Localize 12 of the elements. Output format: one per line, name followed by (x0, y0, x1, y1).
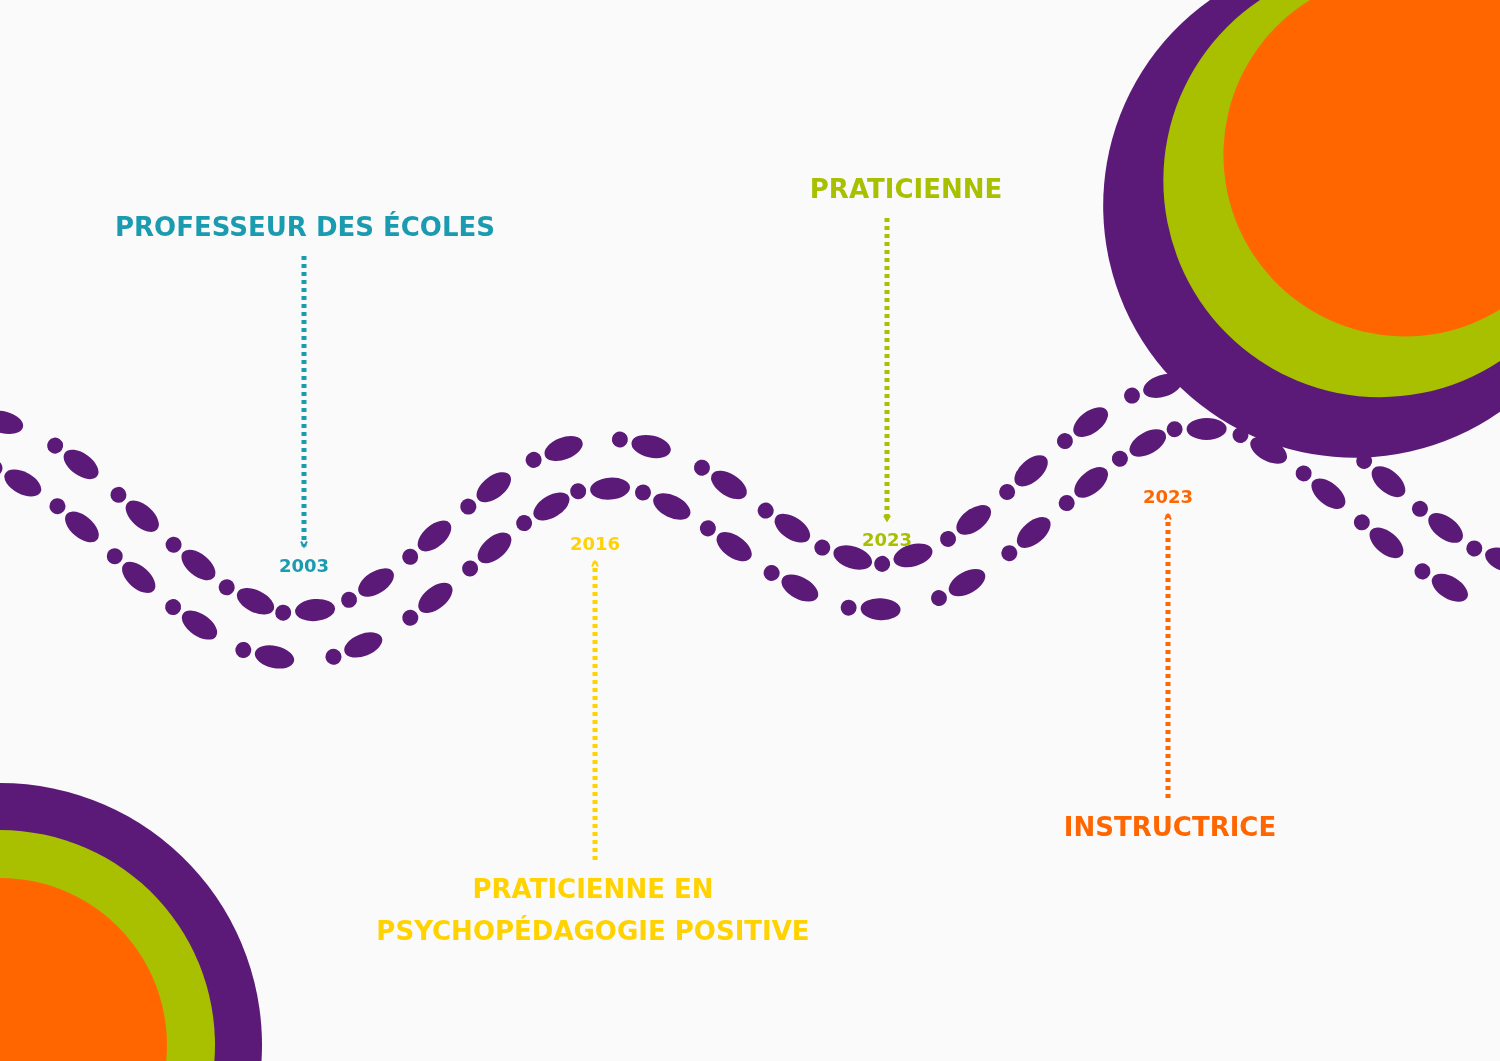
dotted-arrow (591, 560, 599, 860)
milestone-title: PRATICIENNE EN PSYCHOPÉDAGOGIE POSITIVE (375, 873, 811, 948)
dotted-arrow (883, 218, 891, 522)
milestone-title: INSTRUCTRICE (1063, 811, 1277, 844)
dotted-arrow (1164, 513, 1172, 798)
year-label: 2023 (1142, 485, 1194, 507)
milestone-title: PRATICIENNE (809, 173, 1003, 206)
year-label: 2023 (861, 528, 913, 550)
milestone-title: PROFESSEUR DES ÉCOLES (115, 210, 495, 244)
dotted-arrow (300, 256, 308, 548)
year-label: 2016 (569, 532, 621, 554)
year-label: 2003 (278, 554, 330, 576)
